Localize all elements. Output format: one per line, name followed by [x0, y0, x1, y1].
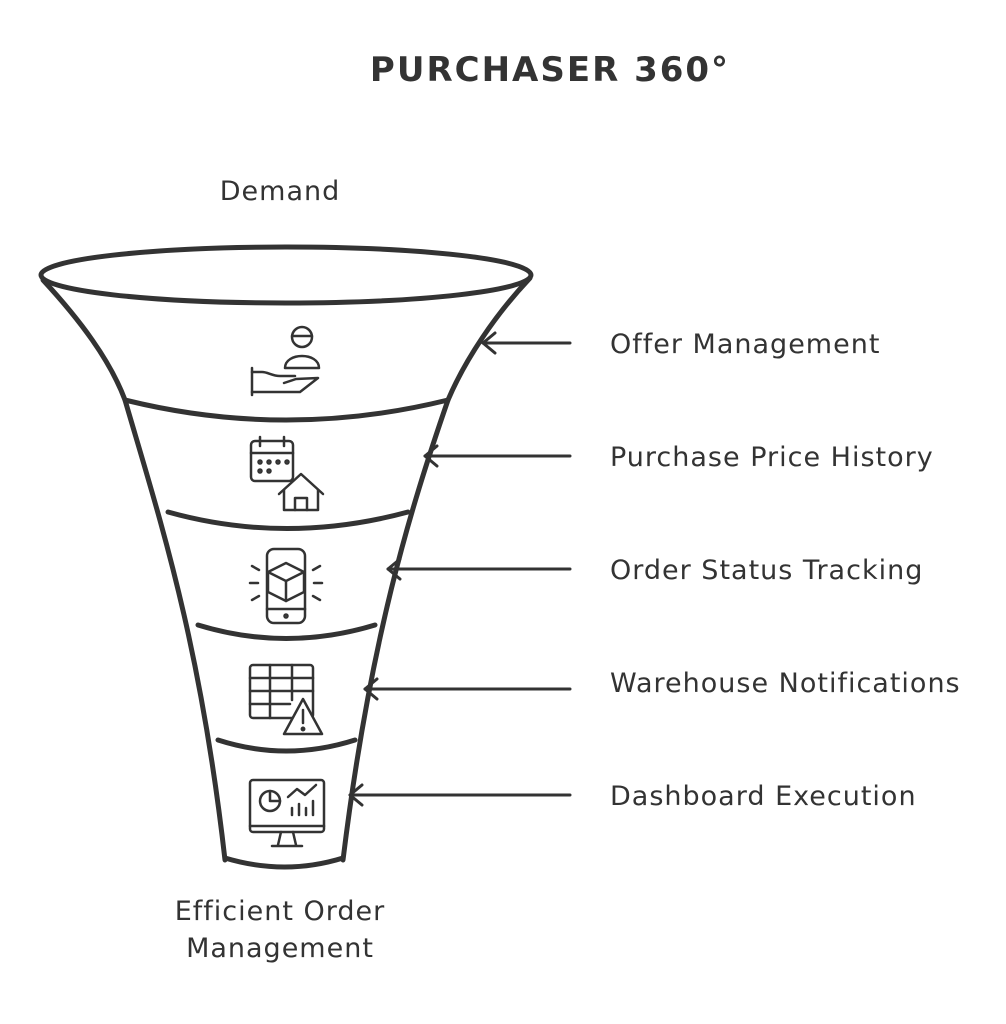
funnel-divider-2: [165, 509, 411, 531]
funnel-rim: [38, 244, 534, 306]
funnel-divider-3: [195, 622, 378, 641]
arrow-dashboard-execution: [348, 783, 572, 807]
stage-label-dashboard-execution: Dashboard Execution: [610, 781, 917, 812]
funnel-right-side: [340, 275, 533, 863]
stage-label-order-status-tracking: Order Status Tracking: [610, 555, 924, 586]
funnel-divider-1: [122, 397, 451, 423]
monitor-dashboard-icon: [248, 778, 326, 848]
funnel-bottom-label-line2: Management: [186, 933, 374, 964]
funnel-bottom: [222, 855, 346, 870]
calendar-house-icon: [249, 435, 325, 512]
arrow-offer-management: [481, 331, 572, 355]
arrow-purchase-price-history: [423, 444, 572, 468]
stage-label-purchase-price-history: Purchase Price History: [610, 442, 934, 473]
arrow-warehouse-notifications: [363, 677, 572, 701]
phone-package-icon: [248, 547, 324, 625]
diagram-title: PURCHASER 360°: [369, 50, 731, 90]
funnel-bottom-label: Efficient Order Management: [130, 893, 430, 967]
funnel-bottom-label-line1: Efficient Order: [174, 896, 386, 927]
arrow-order-status-tracking: [386, 557, 572, 581]
hand-offer-person-icon: [250, 325, 321, 397]
table-warning-icon: [248, 663, 324, 736]
funnel-top-label: Demand: [219, 176, 341, 207]
funnel-left-side: [40, 277, 228, 863]
stage-label-offer-management: Offer Management: [610, 329, 881, 360]
funnel-divider-4: [215, 737, 358, 754]
stage-label-warehouse-notifications: Warehouse Notifications: [610, 668, 961, 699]
